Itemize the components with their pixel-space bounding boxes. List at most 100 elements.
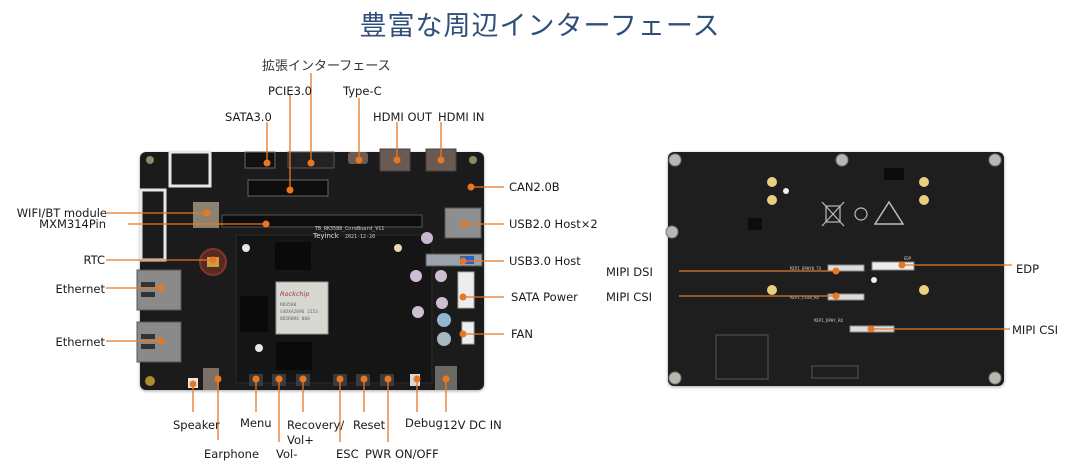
standoff [988, 153, 1002, 167]
mount-hole [146, 156, 154, 164]
earphone-jack [203, 368, 219, 390]
dot [467, 183, 475, 191]
ic-chip [748, 218, 762, 230]
mount-pad [919, 285, 929, 295]
rk3588-chip [275, 281, 329, 335]
label-rtc: RTC [83, 253, 105, 267]
label-hdmi-out: HDMI OUT [373, 110, 432, 124]
sata-power-connector [457, 271, 475, 309]
pin-header [811, 365, 859, 379]
mipi-dsi-connector [827, 264, 865, 272]
label-sata-power: SATA Power [511, 290, 578, 304]
dot [214, 375, 222, 383]
dot [263, 159, 271, 167]
dot [898, 261, 906, 269]
standoff [835, 153, 849, 167]
esd-warning-icon [873, 200, 905, 225]
label-recovery: Recovery/ [287, 418, 345, 432]
silkscreen-date: 2021-12-20 [345, 234, 375, 240]
label-dc-in: 12V DC IN [443, 418, 502, 432]
mount-pad [767, 285, 777, 295]
dot [459, 330, 467, 338]
dot [437, 156, 445, 164]
dot [459, 293, 467, 301]
label-mipi-csi-2: MIPI CSI [1012, 323, 1059, 337]
dot [867, 325, 875, 333]
dot [286, 186, 294, 194]
eth-slot [141, 344, 155, 349]
label-speaker: Speaker [173, 418, 220, 432]
no-symbol-icon [854, 207, 868, 221]
mipi-csi-connector-1 [827, 293, 865, 301]
mount-hole [394, 244, 402, 252]
dot [299, 375, 307, 383]
chip-line: S4DXA2096 2153 [280, 309, 318, 315]
label-debug: Debug [405, 416, 443, 430]
label-mipi-dsi: MIPI DSI [606, 265, 653, 279]
label-reset: Reset [353, 418, 386, 432]
dot [413, 375, 421, 383]
label-mxm: MXM314Pin [39, 217, 106, 231]
capacitor [435, 270, 447, 282]
eth-slot [141, 292, 155, 297]
label-expansion-interface: 拡張インターフェース [262, 59, 391, 74]
label-sata: SATA3.0 [225, 110, 272, 124]
mount-hole [145, 376, 155, 386]
dot [157, 284, 165, 292]
chip-model: RK3588 [280, 302, 297, 308]
back-board-details: MIPI_DPHY0_TX MIPI_CSI0_RX MIPI_DPHY_RX … [665, 153, 1002, 385]
standoff [665, 225, 679, 239]
dot [442, 375, 450, 383]
ic-chip [884, 168, 904, 180]
label-can: CAN2.0B [509, 180, 560, 194]
page-title: 豊富な周辺インターフェース [359, 11, 721, 42]
dot [832, 292, 840, 300]
silkscreen-text: TB_RK3588_CoreBoard_V11 [315, 226, 384, 232]
sata-connector [244, 151, 276, 169]
eth-slot [141, 334, 155, 339]
edp-connector [871, 261, 915, 271]
antenna-frame [139, 188, 167, 262]
label-ethernet-2: Ethernet [55, 335, 105, 349]
dot [360, 375, 368, 383]
mount-hole [242, 244, 250, 252]
leader-lines [106, 73, 1012, 442]
silkscreen-brand: Teyinck [312, 232, 340, 240]
label-hdmi-in: HDMI IN [438, 110, 485, 124]
mxm-slot [221, 214, 423, 228]
silkscreen-text: MIPI_DPHY_RX [814, 318, 843, 323]
capacitor [437, 332, 451, 346]
mount-pad [767, 177, 777, 187]
dot [275, 375, 283, 383]
weee-symbol [821, 201, 845, 227]
dot [189, 380, 197, 388]
label-typec: Type-C [343, 84, 382, 98]
label-earphone: Earphone [204, 447, 260, 461]
mount-pad [919, 177, 929, 187]
dot [209, 256, 217, 264]
label-vol-plus: Vol+ [287, 433, 314, 447]
label-usb3: USB3.0 Host [509, 254, 581, 268]
silkscreen-text: MIPI_CSI0_RX [790, 295, 819, 300]
dot [157, 337, 165, 345]
dot [307, 159, 315, 167]
dot [336, 375, 344, 383]
dot [393, 156, 401, 164]
dot [203, 209, 211, 217]
capacitor [436, 297, 448, 309]
silkscreen-text: MIPI_DPHY0_TX [790, 266, 822, 271]
leader-dots [157, 156, 906, 388]
mount-hole [469, 156, 477, 164]
silkscreen-text: EDP [904, 256, 912, 261]
memory-chip [240, 296, 268, 332]
standoff [668, 371, 682, 385]
capacitor [410, 270, 422, 282]
front-board-details: Rockchip RK3588 S4DXA2096 2153 0D5R096 0… [136, 148, 483, 390]
label-pwr: PWR ON/OFF [365, 447, 439, 461]
standoff [668, 153, 682, 167]
label-usb2: USB2.0 Host×2 [509, 217, 598, 231]
usb3-tongue [460, 256, 474, 264]
chip-line: 0D5R096 000 [280, 316, 310, 322]
mount-hole [255, 344, 263, 352]
